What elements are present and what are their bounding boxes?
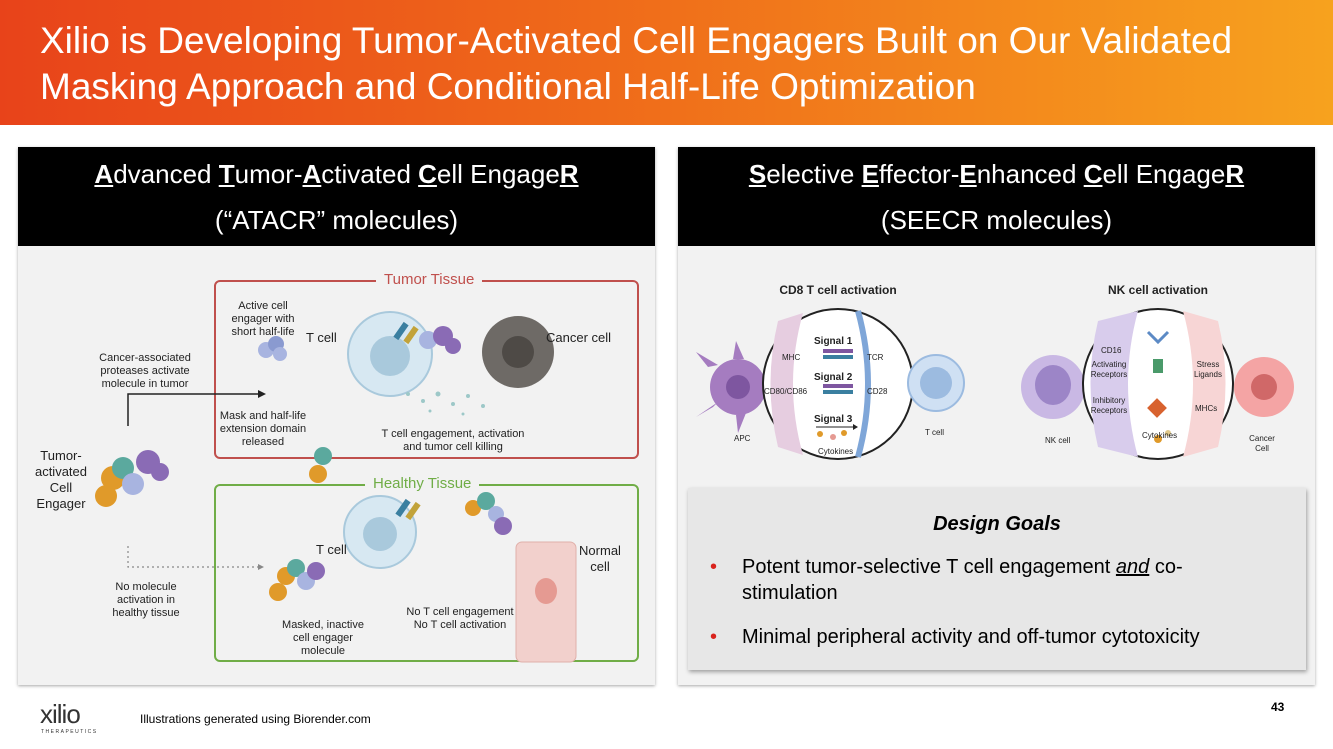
activation-arrow xyxy=(127,393,258,426)
cd8-cytokines-label: Cytokines xyxy=(818,447,854,456)
logo-subtext: THERAPEUTICS xyxy=(41,729,98,735)
active-engager-label: Active cell engager with short half-life xyxy=(231,300,295,338)
atacr-subtitle: (“ATACR” molecules) xyxy=(214,205,459,235)
activation-arrowhead xyxy=(258,390,266,398)
xilio-logo: xilio THERAPEUTICS xyxy=(40,700,110,740)
seecr-panel-header: Selective Effector-Enhanced Cell EngageR… xyxy=(678,147,1315,246)
design-goals-box: Design Goals •Potent tumor-selective T c… xyxy=(688,488,1306,670)
tcell-small-label: T cell xyxy=(925,428,944,437)
apc-cell-icon xyxy=(696,341,766,433)
tcell-tumor-label: T cell xyxy=(306,330,337,345)
header-banner: Xilio is Developing Tumor-Activated Cell… xyxy=(0,0,1333,125)
bullet-icon: • xyxy=(710,626,718,648)
stress-label: Stress Ligands xyxy=(1193,360,1223,379)
page-number: 43 xyxy=(1271,700,1285,714)
seecr-illustration xyxy=(696,308,1294,460)
cancer-cell-label: Cancer cell xyxy=(546,330,612,345)
no-engagement-label: No T cell engagement No T cell activatio… xyxy=(406,606,514,631)
healthy-arrowhead xyxy=(258,564,264,570)
masked-inactive-label: Masked, inactive cell engager molecule xyxy=(282,619,364,657)
bound-engager-icon xyxy=(419,326,461,354)
cd8-title: CD8 T cell activation xyxy=(779,283,897,297)
tumor-activated-engager-icon xyxy=(95,450,169,507)
cancer-cell-pink-icon xyxy=(1234,357,1294,417)
tcell-healthy-label: T cell xyxy=(316,542,347,557)
page-title: Xilio is Developing Tumor-Activated Cell… xyxy=(40,20,1233,107)
healthy-tissue-title: Healthy Tissue xyxy=(365,475,480,492)
no-activation-label: No molecule activation in healthy tissue xyxy=(112,581,180,619)
cytotoxic-granules xyxy=(406,391,485,416)
normal-cell-icon xyxy=(515,541,577,663)
cancer-cell-icon xyxy=(482,316,554,388)
activating-label: Activating Receptors xyxy=(1090,360,1128,379)
cd80-label: CD80/CD86 xyxy=(764,387,808,396)
signal3-label: Signal 3 xyxy=(814,414,853,425)
apc-label: APC xyxy=(734,434,751,443)
bullet-icon: • xyxy=(710,556,718,578)
cd28-label: CD28 xyxy=(867,387,888,396)
tcell-small-icon xyxy=(907,354,965,412)
masked-engager-normal-icon xyxy=(465,492,512,535)
nkcell-label: NK cell xyxy=(1045,436,1071,445)
atacr-illustration xyxy=(95,311,577,663)
mask-released-label: Mask and half-life extension domain rele… xyxy=(219,410,307,448)
footer-note: Illustrations generated using Biorender.… xyxy=(140,712,371,726)
engagement-label: T cell engagement, activation and tumor … xyxy=(381,428,525,453)
tcr-label: TCR xyxy=(867,353,884,362)
nk-cell-icon xyxy=(1021,355,1085,419)
tcell-healthy-icon xyxy=(343,495,421,569)
mhc-label: MHC xyxy=(782,353,801,362)
masked-engager-healthy-icon xyxy=(269,559,325,601)
signal1-label: Signal 1 xyxy=(814,336,853,347)
atacr-panel: Advanced Tumor-Activated Cell EngageR (“… xyxy=(18,147,655,685)
nk-title: NK cell activation xyxy=(1107,283,1209,297)
proteases-label: Cancer-associated proteases activate mol… xyxy=(99,352,191,390)
tumor-tissue-title: Tumor Tissue xyxy=(376,271,483,288)
signal2-label: Signal 2 xyxy=(814,372,853,383)
inhibitory-label: Inhibitory Receptors xyxy=(1090,396,1128,415)
design-goals-title: Design Goals xyxy=(933,513,1061,535)
atacr-panel-header: Advanced Tumor-Activated Cell EngageR (“… xyxy=(18,147,655,246)
tcell-tumor-icon xyxy=(347,311,433,397)
tumor-activated-label: Tumor-activated Cell Engager xyxy=(34,448,88,511)
active-engager-icon xyxy=(258,336,287,361)
goal-1: •Potent tumor-selective T cell engagemen… xyxy=(710,556,1183,604)
mhcs-label: MHCs xyxy=(1195,404,1218,413)
atacr-title: Advanced Tumor-Activated Cell EngageR xyxy=(94,159,579,189)
seecr-title: Selective Effector-Enhanced Cell EngageR xyxy=(748,159,1245,189)
cd16-label: CD16 xyxy=(1101,346,1122,355)
normal-cell-label: Normal cell xyxy=(579,543,621,574)
nk-cytokines-label: Cytokines xyxy=(1142,431,1178,440)
healthy-arrow xyxy=(127,546,258,568)
released-mask-icon xyxy=(309,447,332,483)
logo-wordmark: xilio xyxy=(40,699,81,729)
nk-synapse-icon xyxy=(1082,308,1234,460)
seecr-subtitle: (SEECR molecules) xyxy=(880,205,1113,235)
cd8-synapse-icon xyxy=(762,308,914,460)
goal-2: •Minimal peripheral activity and off-tum… xyxy=(710,626,1200,648)
cancer-pink-label: Cancer Cell xyxy=(1249,434,1275,453)
